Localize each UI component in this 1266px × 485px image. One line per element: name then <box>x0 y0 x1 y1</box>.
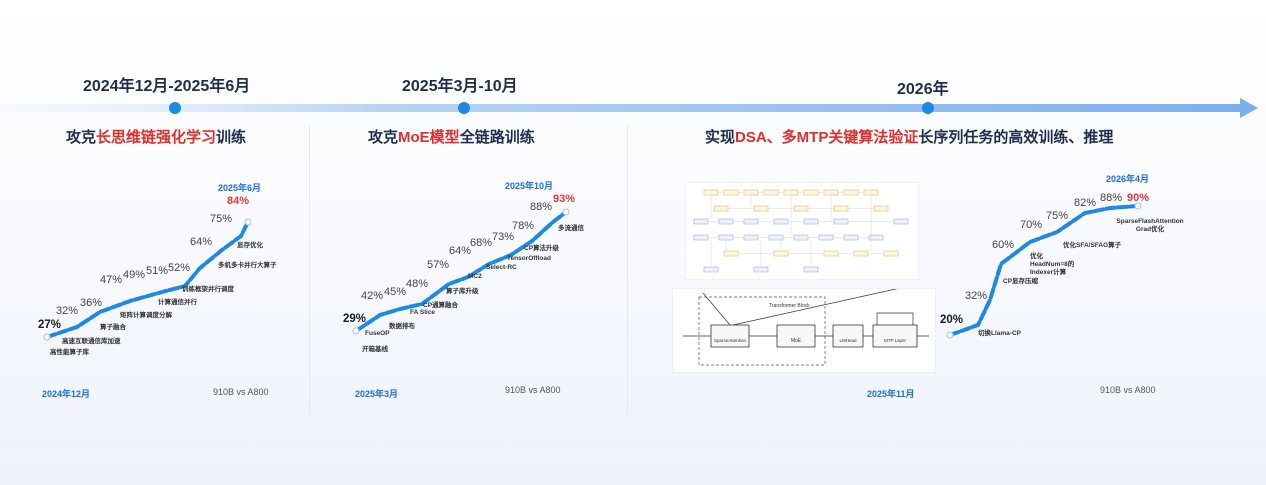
section1-step-label: 显存优化 <box>237 242 263 249</box>
section3-step-label: 优化SFA/SFAG算子 <box>1063 242 1122 249</box>
section3-step-label: SparseFlashAttention Grad优化 <box>1116 218 1184 233</box>
section1-value: 64% <box>190 236 213 248</box>
section1-step-label: 训练框架并行调度 <box>182 286 234 293</box>
section2-start-date: 2025年3月 <box>355 389 399 399</box>
section-divider <box>627 125 628 415</box>
section3-value: 75% <box>1046 210 1069 222</box>
section1-start-date: 2024年12月 <box>42 389 91 399</box>
section1-step-label: 计算通信并行 <box>158 299 197 306</box>
section1-value: 75% <box>210 213 233 225</box>
section3-step-label: CP显存压缩 <box>1003 278 1039 285</box>
section2-step-label: 数据排布 <box>389 323 415 330</box>
section2-value: 88% <box>530 201 553 213</box>
section1-end-date: 2025年6月 <box>218 183 262 193</box>
section2-step-label: 多流通信 <box>558 225 584 232</box>
timeline-arrow <box>0 98 1258 118</box>
section3-value: 82% <box>1074 197 1097 209</box>
block-title: Transformer Block <box>769 303 810 309</box>
section3-value: 32% <box>965 290 988 302</box>
block-label: MTP Layer <box>884 338 906 343</box>
architecture-diagram: Transformer Block SparseAttention MoE LM… <box>672 282 936 373</box>
section2-value: 57% <box>427 259 450 271</box>
section2-value: 29% <box>343 313 367 325</box>
section2-value: 68% <box>470 237 493 249</box>
section1-step-label: 高性能算子库 <box>50 349 89 356</box>
workflow-figure <box>685 182 919 280</box>
section1-step-label: 多机多卡并行大算子 <box>218 262 277 269</box>
section3-end-date: 2026年4月 <box>1106 174 1150 184</box>
section1-step-label: 算子融合 <box>100 324 126 331</box>
section3-step-label: 切换Llama-CP <box>978 330 1021 337</box>
section2-step-label: TensorOffload <box>507 255 551 262</box>
section2-final-value: 93% <box>553 193 576 205</box>
workflow-graph <box>693 189 909 273</box>
stage-period-1: 2024年12月-2025年6月 <box>83 78 251 95</box>
section2-value: 64% <box>449 245 472 257</box>
section3-step-label: 优化HeadNum=8的Indexer计算 <box>1030 253 1075 276</box>
block-label: SparseAttention <box>713 338 747 343</box>
section2-step-label: Select-RC <box>486 264 517 271</box>
block-label: LMHead <box>839 338 857 343</box>
section3-value: 20% <box>940 314 964 326</box>
section-divider <box>309 125 310 415</box>
stage-period-2: 2025年3月-10月 <box>402 78 518 95</box>
section1-value: 49% <box>123 269 146 281</box>
section1-final-value: 84% <box>227 195 250 207</box>
section1-step-label: 高速互联通信库加速 <box>62 338 121 345</box>
section3-comparison: 910B vs A800 <box>1100 385 1156 395</box>
section1-value: 51% <box>146 265 169 277</box>
section2-step-label: FuseOP <box>365 330 390 337</box>
section-heading-2: 攻克MoE模型全链路训练 <box>368 129 535 146</box>
section2-comparison: 910B vs A800 <box>505 385 561 395</box>
section1-value: 36% <box>80 297 103 309</box>
section2-step-label: 算子库升级 <box>446 288 479 295</box>
section2-value: 73% <box>492 231 515 243</box>
section3-start-date: 2025年11月 <box>867 389 915 399</box>
section3-value: 70% <box>1020 219 1043 231</box>
section2-value: 45% <box>384 286 407 298</box>
section-heading-1: 攻克长思维链强化学习训练 <box>66 129 247 146</box>
section2-value: 48% <box>406 278 429 290</box>
section-heading-3: 实现DSA、多MTP关键算法验证长序列任务的高效训练、推理 <box>705 129 1114 146</box>
section3-final-value: 90% <box>1127 192 1150 204</box>
section1-step-label: 矩阵计算调度分解 <box>120 312 172 319</box>
section3-value: 88% <box>1100 192 1123 204</box>
section1-value: 52% <box>168 262 191 274</box>
stage-period-3: 2026年 <box>897 81 949 98</box>
section2-value: 78% <box>512 220 535 232</box>
section1-comparison: 910B vs A800 <box>213 387 269 397</box>
timeline-dot-3 <box>922 102 934 114</box>
section3-value: 60% <box>992 239 1015 251</box>
section1-value: 27% <box>38 319 62 331</box>
section2-step-label: FA Slice <box>410 309 436 316</box>
section2-value: 42% <box>361 290 384 302</box>
block-label: MoE <box>790 338 802 344</box>
section1-value: 32% <box>56 305 79 317</box>
section2-step-label: MC2 <box>468 273 482 280</box>
timeline-dot-1 <box>169 102 181 114</box>
timeline-dot-2 <box>458 102 470 114</box>
section2-step-label: 开箱基线 <box>362 346 388 353</box>
section2-end-date: 2025年10月 <box>505 181 554 191</box>
section1-value: 47% <box>100 274 123 286</box>
section2-step-label: CP算法升级 <box>524 245 560 252</box>
section2-step-label: CP通算融合 <box>423 302 459 309</box>
